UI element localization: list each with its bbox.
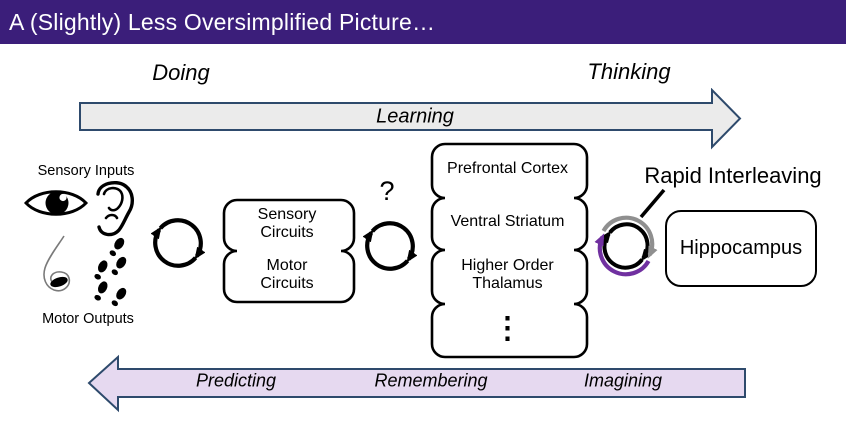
circuit-cell-sensory: Sensory Circuits bbox=[222, 198, 352, 249]
label-sensory-inputs: Sensory Inputs bbox=[37, 163, 135, 179]
circuit-cell-label: Sensory Circuits bbox=[257, 205, 317, 241]
hippocampus-label: Hippocampus bbox=[679, 237, 803, 259]
cycle-arrows-icon-2 bbox=[362, 221, 418, 271]
brain-cell-ellipsis: ⋮ bbox=[430, 302, 585, 355]
slide-title: A (Slightly) Less Oversimplified Picture… bbox=[9, 8, 436, 35]
circuit-box bbox=[222, 198, 356, 304]
label-remembering: Remembering bbox=[374, 370, 488, 391]
brain-cell-thalamus: Higher Order Thalamus bbox=[430, 248, 585, 302]
rapid-pointer-line bbox=[639, 188, 666, 219]
label-learning: Learning bbox=[376, 105, 454, 128]
title-banner: A (Slightly) Less Oversimplified Picture… bbox=[0, 0, 846, 44]
question-mark: ? bbox=[379, 176, 395, 206]
label-predicting: Predicting bbox=[195, 370, 277, 391]
brain-cell-label: Ventral Striatum bbox=[450, 213, 565, 231]
ear-icon bbox=[96, 181, 134, 237]
circuit-cell-motor: Motor Circuits bbox=[222, 249, 352, 300]
brain-cell-prefrontal: Prefrontal Cortex bbox=[430, 142, 585, 196]
brain-cell-label: Prefrontal Cortex bbox=[447, 160, 568, 178]
brain-cell-striatum: Ventral Striatum bbox=[430, 196, 585, 248]
cycle-arrows-icon-interleaving bbox=[594, 215, 658, 277]
eye-icon bbox=[24, 190, 88, 216]
label-doing: Doing bbox=[152, 60, 210, 85]
brain-cell-label: Higher Order Thalamus bbox=[461, 257, 554, 292]
label-motor-outputs: Motor Outputs bbox=[42, 311, 134, 327]
label-rapid-interleaving: Rapid Interleaving bbox=[644, 163, 822, 188]
bottom-arrow bbox=[87, 354, 746, 413]
circuit-cell-label: Motor Circuits bbox=[260, 256, 314, 292]
footprints-icon bbox=[94, 237, 127, 307]
label-imagining: Imagining bbox=[583, 370, 663, 391]
brain-stack bbox=[430, 142, 589, 359]
nose-icon bbox=[43, 235, 71, 292]
cycle-arrows-icon-1 bbox=[150, 218, 206, 268]
hippocampus-box: Hippocampus bbox=[665, 210, 817, 287]
learning-arrow bbox=[79, 88, 742, 150]
ellipsis-dots: ⋮ bbox=[492, 311, 523, 345]
label-thinking: Thinking bbox=[587, 59, 671, 84]
